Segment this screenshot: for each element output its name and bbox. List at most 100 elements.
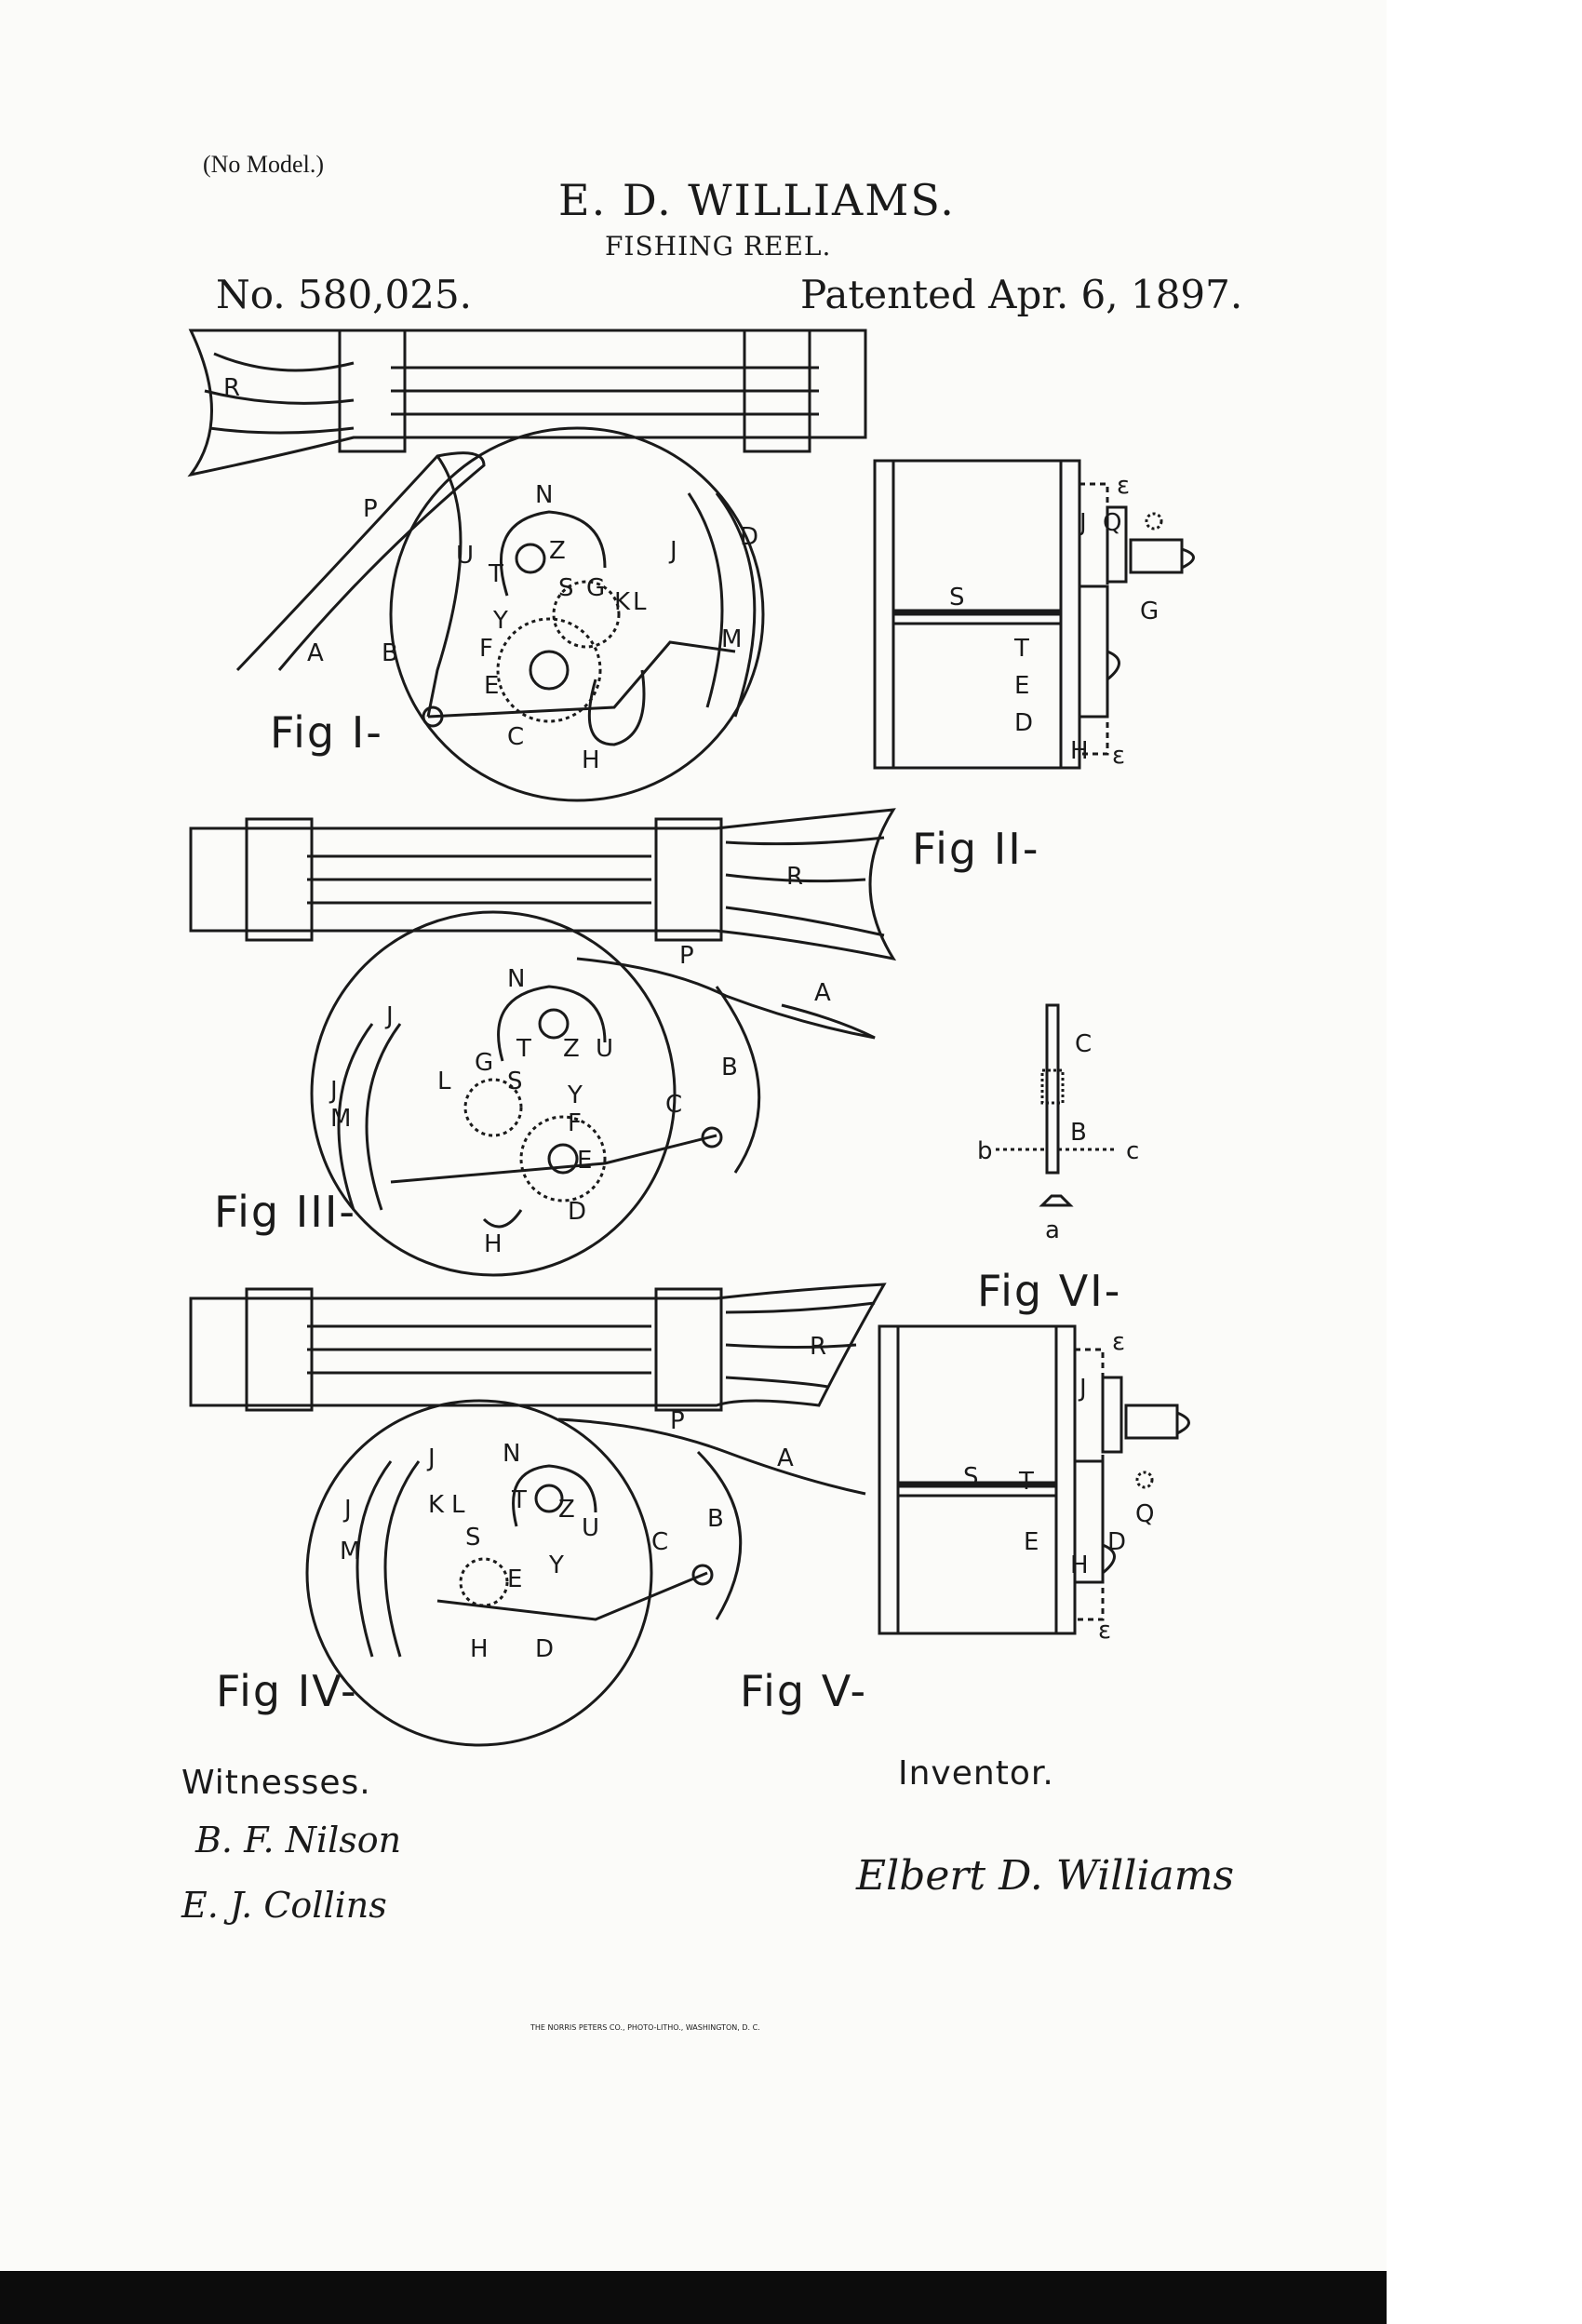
label-K: K [428, 1491, 445, 1519]
label-J: J [668, 537, 677, 565]
fig4-drawing [189, 1283, 887, 1747]
label-N: N [503, 1440, 520, 1468]
label-J: J [384, 1002, 394, 1030]
label-D: D [1107, 1528, 1126, 1556]
label-Y: Y [492, 607, 508, 635]
label-S: S [949, 584, 965, 611]
label-L: L [451, 1491, 465, 1519]
label-A: A [814, 979, 831, 1007]
label-L: L [437, 1068, 451, 1095]
label-S: S [507, 1068, 523, 1095]
label-H: H [1070, 737, 1089, 765]
label-N: N [535, 481, 553, 509]
fig4-caption: Fig IV- [216, 1666, 358, 1716]
inventor-signature: Elbert D. Williams [856, 1852, 1235, 1900]
label-eps: ε [1112, 1328, 1125, 1356]
witness-signature-2: E. J. Collins [181, 1885, 387, 1926]
label-M: M [340, 1538, 360, 1565]
label-U: U [456, 542, 474, 570]
label-Z: Z [549, 537, 566, 565]
label-D: D [740, 523, 758, 551]
patent-sheet: (No Model.) E. D. WILLIAMS. FISHING REEL… [181, 151, 1243, 2032]
label-Y: Y [567, 1081, 583, 1109]
label-H: H [470, 1635, 489, 1663]
fig5-caption: Fig V- [740, 1666, 868, 1716]
label-N: N [507, 965, 525, 993]
label-Q: Q [1103, 509, 1121, 537]
fig6-caption: Fig VI- [977, 1266, 1122, 1316]
label-P: P [679, 942, 694, 970]
fig5-drawing [878, 1324, 1190, 1635]
label-J: J [342, 1496, 352, 1524]
scan-edge-bar [0, 2271, 1387, 2324]
label-R: R [810, 1333, 826, 1361]
label-E: E [1024, 1528, 1039, 1556]
label-D: D [568, 1198, 586, 1226]
label-C: C [651, 1528, 668, 1556]
label-L: L [633, 588, 647, 616]
label-T: T [511, 1486, 527, 1514]
label-U: U [596, 1035, 613, 1063]
label-R: R [786, 863, 803, 891]
label-T: T [1018, 1468, 1034, 1496]
label-A: A [307, 639, 324, 667]
no-model-note: (No Model.) [203, 151, 324, 178]
patented-date: Patented Apr. 6, 1897. [800, 272, 1243, 317]
label-A: A [777, 1444, 794, 1472]
label-H: H [1070, 1552, 1089, 1579]
label-b: b [977, 1137, 993, 1165]
label-G: G [1140, 598, 1159, 625]
label-G: G [586, 574, 605, 602]
witness-signature-1: B. F. Nilson [195, 1820, 402, 1861]
label-B: B [721, 1054, 738, 1081]
patent-number: No. 580,025. [216, 272, 473, 317]
label-G: G [475, 1049, 493, 1077]
label-B: B [707, 1505, 724, 1533]
fig2-caption: Fig II- [912, 824, 1040, 874]
label-Q: Q [1135, 1500, 1154, 1528]
patent-drawings: R P A B C D E F G H J K L M N S T U Y Z … [187, 329, 1195, 1747]
label-Y: Y [548, 1552, 564, 1579]
fig4-labels: R P A B C D E H J J K L M N S T U Y Z [340, 1333, 826, 1663]
label-T: T [516, 1035, 531, 1063]
fig1-caption: Fig I- [270, 707, 383, 758]
label-C: C [665, 1091, 682, 1119]
fig1-drawing [187, 329, 867, 802]
label-eps: ε [1112, 742, 1125, 770]
label-M: M [721, 625, 742, 653]
label-S: S [963, 1463, 979, 1491]
fig3-labels: R P A B C D E F G H J J L M N S T U Y Z [328, 863, 831, 1258]
label-H: H [484, 1230, 503, 1258]
label-J: J [1078, 1375, 1087, 1403]
printer-imprint: THE NORRIS PETERS CO., PHOTO-LITHO., WAS… [530, 2023, 760, 2032]
label-E: E [577, 1147, 592, 1175]
fig1-labels: R P A B C D E F G H J K L M N S T U Y Z [223, 374, 758, 774]
label-P: P [670, 1407, 685, 1435]
fig6-labels: C B b c a [977, 1030, 1139, 1244]
label-K: K [614, 588, 631, 616]
label-eps: ε [1117, 472, 1130, 500]
label-B: B [1070, 1119, 1087, 1147]
label-J: J [426, 1444, 436, 1472]
label-S: S [558, 574, 574, 602]
inventor-name-heading: E. D. WILLIAMS. [558, 175, 956, 225]
label-a: a [1045, 1216, 1060, 1244]
label-E: E [1014, 672, 1029, 700]
label-U: U [582, 1514, 599, 1542]
witnesses-label: Witnesses. [181, 1764, 371, 1802]
label-E: E [507, 1565, 522, 1593]
patent-title: FISHING REEL. [605, 231, 832, 262]
label-F: F [479, 635, 493, 663]
label-B: B [382, 639, 398, 667]
label-S: S [465, 1524, 481, 1552]
label-D: D [535, 1635, 554, 1663]
label-J: J [1078, 509, 1087, 537]
label-H: H [582, 746, 600, 774]
fig2-drawing [873, 459, 1195, 770]
label-Z: Z [558, 1496, 575, 1524]
label-Z: Z [563, 1035, 580, 1063]
label-P: P [363, 495, 378, 523]
label-M: M [330, 1105, 351, 1133]
inventor-label: Inventor. [898, 1754, 1054, 1793]
fig3-drawing [189, 808, 897, 1277]
